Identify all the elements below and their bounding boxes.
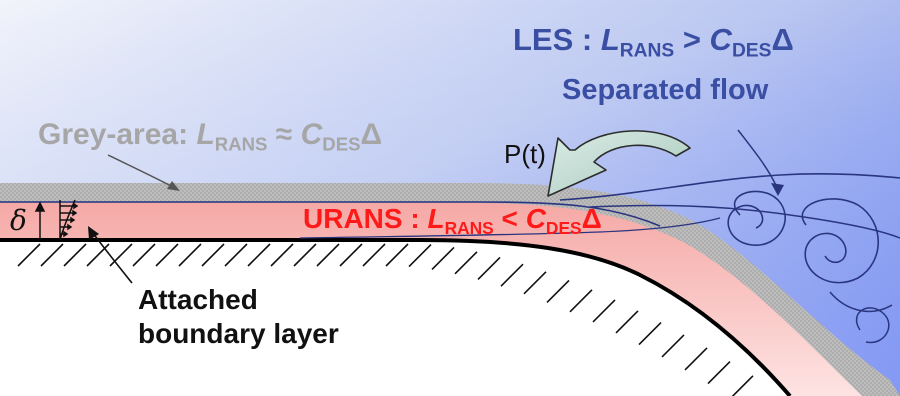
pt-exchange-arrow <box>547 130 691 197</box>
hatch-line <box>707 360 731 385</box>
urans-label: URANS : LRANS < CDESΔ <box>303 203 602 239</box>
hatch-line <box>155 243 179 267</box>
separated-flow-label: Separated flow <box>562 74 769 106</box>
urans-edge-line <box>299 217 721 239</box>
hatch-line <box>339 243 363 267</box>
separated-flow-pointer <box>737 129 784 196</box>
hatch-line <box>362 243 386 267</box>
wall-body <box>0 240 790 396</box>
hatch-line <box>109 243 133 267</box>
hatch-line <box>201 243 225 267</box>
delta-thickness-arrow <box>34 201 46 238</box>
vortex-tail <box>829 291 893 313</box>
wall-hatching <box>17 243 754 396</box>
hatch-line <box>638 321 662 346</box>
hatch-line <box>247 243 271 267</box>
grey-area-label: Grey-area: LRANS ≈ CDESΔ <box>38 118 383 155</box>
hatch-line <box>408 243 432 268</box>
hatch-line <box>684 347 708 371</box>
hatch-line <box>270 243 294 267</box>
attached-boundary-layer-label: Attached boundary layer <box>138 283 339 351</box>
pt-label: P(t) <box>504 139 546 169</box>
hatch-line <box>454 251 478 275</box>
vortex-1 <box>727 190 786 246</box>
grey-area-pointer <box>107 154 180 191</box>
hatch-line <box>316 243 340 267</box>
streamline-mid <box>589 204 900 239</box>
hatch-line <box>569 289 593 313</box>
hatch-line <box>731 375 754 396</box>
hatch-line <box>17 243 41 267</box>
vortex-3 <box>855 307 890 344</box>
hatch-line <box>63 243 87 267</box>
hatch-line <box>385 243 409 267</box>
boundary-layer-edge <box>0 201 661 227</box>
hatch-line <box>431 246 455 270</box>
hatch-line <box>224 243 248 267</box>
vortex-2 <box>801 198 879 284</box>
hatch-line <box>500 263 524 287</box>
delta-symbol: δ <box>10 204 27 237</box>
attached-line-2: boundary layer <box>138 318 339 349</box>
hatch-line <box>86 243 110 267</box>
hatch-line <box>546 279 570 303</box>
hatch-line <box>132 243 156 267</box>
hatch-line <box>615 310 639 334</box>
hatch-line <box>661 334 685 358</box>
hatch-line <box>40 243 64 267</box>
hatch-line <box>178 243 202 267</box>
les-label: LES : LRANS > CDESΔ <box>513 22 794 62</box>
wall-surface <box>0 238 792 396</box>
attached-pointer <box>88 226 133 284</box>
hatch-line <box>477 256 501 281</box>
hatch-line <box>523 271 547 295</box>
attached-line-1: Attached <box>138 284 258 315</box>
hatch-line <box>592 299 616 323</box>
velocity-profile <box>59 199 79 241</box>
streamline-upper <box>559 172 900 201</box>
hatch-line <box>293 243 317 267</box>
